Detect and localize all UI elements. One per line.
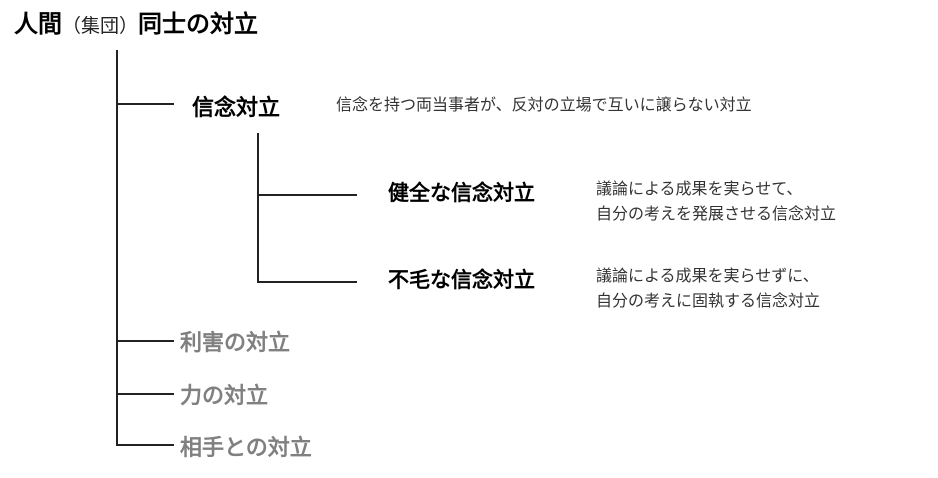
sub-trunk-line [257,133,259,283]
healthy-desc-line-1: 議論による成果を実らせて、 [596,179,803,198]
branch-line-healthy [257,194,357,196]
barren-desc-line-1: 議論による成果を実らせずに、 [596,266,819,285]
main-trunk-line [116,50,118,445]
interest-conflict-label: 利害の対立 [180,331,291,356]
branch-line-barren [257,281,357,283]
branch-line-opponent [116,444,174,446]
root-rest: 同士の対立 [138,10,259,38]
root-paren: （集団） [62,15,139,37]
belief-conflict-desc: 信念を持つ両当事者が、反対の立場で互いに譲らない対立 [336,95,752,114]
barren-conflict-desc: 議論による成果を実らせずに、 自分の考えに固執する信念対立 [596,263,820,313]
branch-line-interest [116,340,174,342]
healthy-conflict-label: 健全な信念対立 [388,181,535,205]
power-conflict-label: 力の対立 [180,384,269,409]
barren-desc-line-2: 自分の考えに固執する信念対立 [596,291,821,310]
opponent-conflict-label: 相手との対立 [180,436,312,461]
branch-line-power [116,393,174,395]
root-main: 人間 [14,10,62,38]
healthy-desc-line-2: 自分の考えを発展させる信念対立 [596,204,837,223]
belief-conflict-label: 信念対立 [192,96,281,121]
healthy-conflict-desc: 議論による成果を実らせて、 自分の考えを発展させる信念対立 [596,176,836,226]
branch-line-belief [116,103,174,105]
barren-conflict-label: 不毛な信念対立 [388,268,535,292]
root-title: 人間（集団）同士の対立 [14,4,258,39]
